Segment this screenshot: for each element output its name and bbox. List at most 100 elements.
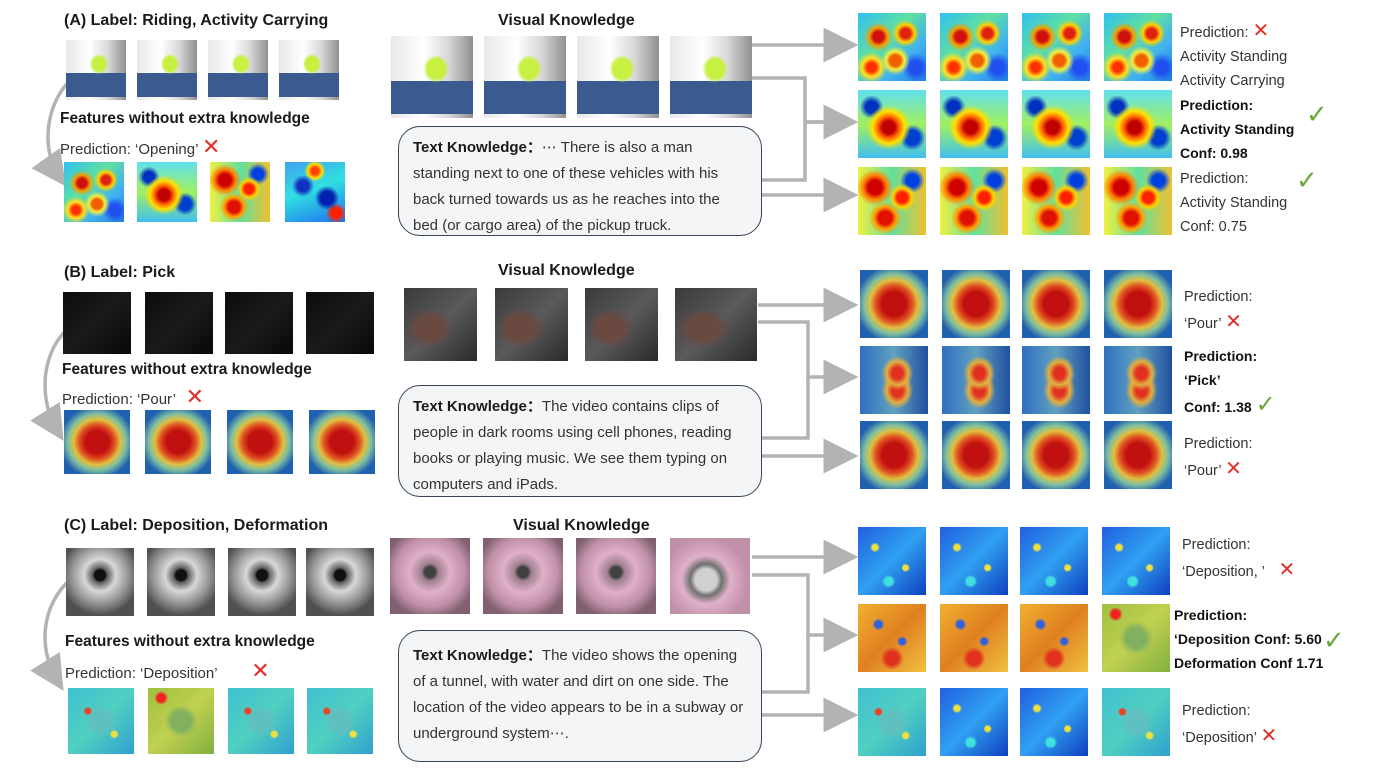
input-frame [137,40,197,100]
result-heatmap [940,167,1008,235]
result-a1: Prediction: ✕ Activity Standing Activity… [1180,18,1288,89]
cross-icon: ✕ [185,385,204,410]
prediction-c: Prediction: ‘Deposition’ ✕ [65,659,270,684]
prediction-text: Prediction: ‘Deposition’ [65,665,218,682]
visual-frame [670,538,750,614]
input-frame [147,548,215,616]
result-b3: Prediction: ‘Pour’ ✕ [1184,436,1253,480]
visual-frame [483,538,563,614]
curved-arrow-b [30,323,74,441]
check-icon: ✓ [1306,100,1328,130]
text-knowledge-box-b: Text Knowledge：The video contains clips … [398,385,762,497]
result-heatmap [858,604,926,672]
result-heatmap [1102,604,1170,672]
result-heatmap [1020,527,1088,595]
result-b1: Prediction: ‘Pour’ ✕ [1184,289,1253,333]
result-heatmap [858,90,926,158]
check-icon: ✓ [1255,390,1276,418]
input-frame [66,548,134,616]
result-heatmap [942,421,1010,489]
text-knowledge-label: Text Knowledge： [413,647,542,664]
result-a3: Prediction: Activity Standing Conf: 0.75 [1180,171,1288,235]
feature-heatmap [148,688,214,754]
input-frame [63,292,131,354]
visual-knowledge-title-b: Visual Knowledge [498,262,635,279]
result-heatmap [1022,270,1090,338]
text-knowledge-label: Text Knowledge： [413,139,542,156]
panel-c-label: (C) Label: Deposition, Deformation [64,517,328,534]
result-heatmap [860,421,928,489]
text-knowledge-label: Text Knowledge： [413,398,542,415]
visual-frame [576,538,656,614]
prediction-a: Prediction: ‘Opening’ ✕ [60,135,220,160]
result-heatmap [1022,421,1090,489]
feature-heatmap [64,410,130,474]
curved-arrow-c [30,576,74,691]
input-frame [145,292,213,354]
result-heatmap [858,13,926,81]
visual-frame [391,36,473,118]
result-heatmap [1022,167,1090,235]
input-frame [279,40,339,100]
feature-heatmap [68,688,134,754]
features-title-b: Features without extra knowledge [62,361,312,378]
input-frame [306,548,374,616]
result-c3: Prediction: ‘Deposition’ ✕ [1182,703,1278,747]
cross-icon: ✕ [1225,309,1242,333]
visual-frame [577,36,659,118]
result-heatmap [940,688,1008,756]
result-heatmap [940,527,1008,595]
check-icon: ✓ [1323,626,1345,656]
feature-heatmap [285,162,345,222]
features-title-c: Features without extra knowledge [65,633,315,650]
text-knowledge-box-a: Text Knowledge：⋯ There is also a man sta… [398,126,762,236]
result-heatmap [940,90,1008,158]
result-heatmap [1104,421,1172,489]
cross-icon: ✕ [1225,456,1242,480]
result-heatmap [1104,167,1172,235]
feature-heatmap [64,162,124,222]
feature-heatmap [145,410,211,474]
result-heatmap [1102,688,1170,756]
prediction-text: Prediction: ‘Pour’ [62,391,176,408]
cross-icon: ✕ [1260,723,1278,747]
visual-frame [404,288,477,361]
result-heatmap [1104,13,1172,81]
input-frame [228,548,296,616]
cross-icon: ✕ [202,135,221,160]
visual-frame [390,538,470,614]
result-heatmap [942,346,1010,414]
visual-knowledge-title-a: Visual Knowledge [498,12,635,29]
features-title-a: Features without extra knowledge [60,110,310,127]
text-knowledge-body: The video contains clips of people in da… [413,398,732,493]
result-heatmap [1022,13,1090,81]
prediction-b: Prediction: ‘Pour’ ✕ [62,385,204,410]
result-c2: Prediction: ‘Deposition Conf: 5.60 Defor… [1174,607,1324,671]
visual-frame [585,288,658,361]
cross-icon: ✕ [1278,557,1296,581]
cross-icon: ✕ [251,659,270,684]
check-icon: ✓ [1296,166,1318,196]
input-frame [208,40,268,100]
text-knowledge-body: ⋯ There is also a man standing next to o… [413,139,720,234]
input-frame [306,292,374,354]
result-heatmap [940,13,1008,81]
visual-frame [495,288,568,361]
result-heatmap [1022,346,1090,414]
cross-icon: ✕ [1252,18,1270,42]
visual-frame [670,36,752,118]
result-heatmap [1020,688,1088,756]
result-heatmap [858,688,926,756]
result-heatmap [1020,604,1088,672]
result-heatmap [940,604,1008,672]
result-heatmap [860,270,928,338]
result-a2: Prediction: Activity Standing Conf: 0.98 [1180,97,1295,161]
feature-heatmap [137,162,197,222]
visual-frame [484,36,566,118]
panel-b-label: (B) Label: Pick [64,264,176,281]
feature-heatmap [309,410,375,474]
panel-a-label: (A) Label: Riding, Activity Carrying [64,12,329,29]
input-frame [66,40,126,100]
result-heatmap [858,167,926,235]
